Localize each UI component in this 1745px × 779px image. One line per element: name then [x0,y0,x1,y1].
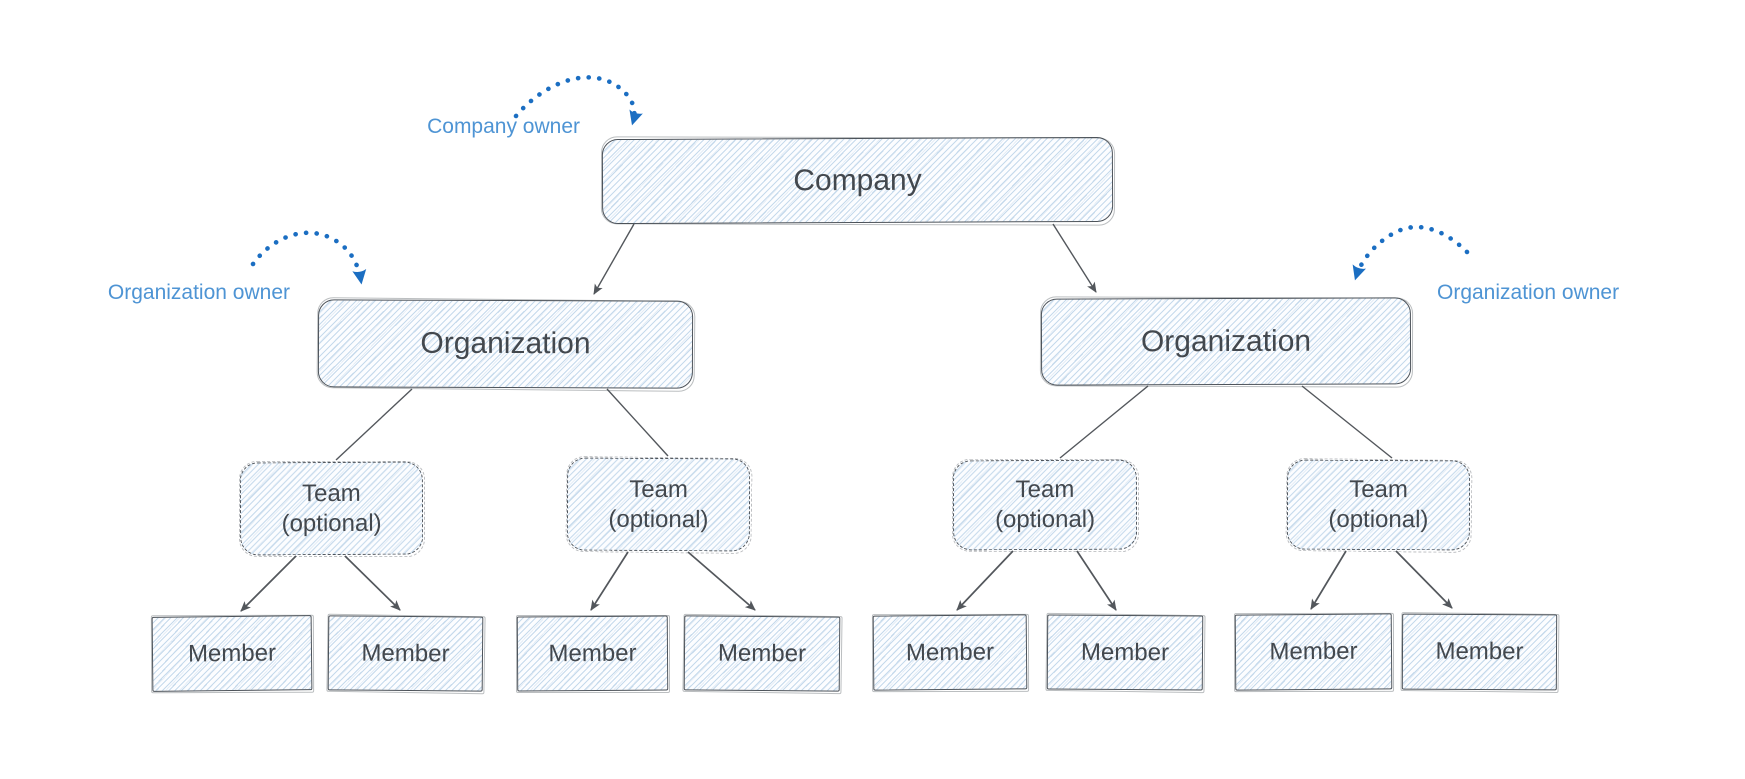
organization-node-right: Organization [1040,297,1412,386]
team-node-3: Team(optional) [952,459,1138,551]
member-node-2-label: Member [361,639,450,667]
member-node-3: Member [516,615,669,692]
team-node-2-line2: (optional) [608,505,709,533]
member-node-6-label: Member [1080,638,1170,666]
edge-team-3-to-member-6 [1076,550,1117,611]
member-node-4-label: Member [717,639,807,667]
member-node-8: Member [1401,613,1558,691]
team-node-3-line1: Team [1015,475,1075,504]
team-node-3-line2: (optional) [994,505,1096,534]
edge-team-1-to-member-2 [344,555,401,611]
organization-owner-right-arrow [1352,224,1470,281]
team-node-4-line2: (optional) [1328,505,1429,534]
member-node-3-label: Member [548,639,637,667]
team-node-1-line2: (optional) [281,509,382,537]
organization-node-left-label: Organization [420,326,591,361]
edge-org-right-to-team-3 [1059,385,1149,459]
team-node-4: Team(optional) [1286,459,1471,551]
organization-owner-right-label-text: Organization owner [1437,281,1620,304]
team-node-3-label: Team(optional) [995,475,1095,535]
organization-owner-left-label-text: Organization owner [107,281,290,304]
edge-team-1-to-member-1 [240,555,297,612]
edge-org-left-to-team-2 [606,388,669,457]
team-node-1-line1: Team [302,479,361,507]
edge-org-right-to-team-4 [1301,385,1393,459]
edge-company-to-org-left [593,223,635,295]
company-owner-arrow [513,75,643,126]
member-node-1: Member [151,615,313,692]
edge-team-2-to-member-3 [590,551,629,611]
member-node-4: Member [683,615,841,692]
member-node-8-label: Member [1435,637,1524,666]
company-owner-label-text: Company owner [427,115,580,138]
team-node-2-label: Team(optional) [608,474,708,535]
member-node-7: Member [1234,613,1393,691]
company-node: Company [601,136,1114,225]
edge-org-left-to-team-1 [335,388,413,461]
organization-node-left: Organization [317,299,694,389]
team-node-4-line1: Team [1349,475,1408,504]
team-node-1-label: Team(optional) [281,478,381,539]
edge-team-3-to-member-5 [956,550,1014,611]
organization-owner-right-label: Organization owner [1437,280,1687,306]
company-node-label: Company [793,163,922,197]
edge-team-4-to-member-7 [1310,550,1347,610]
company-owner-label: Company owner [340,114,580,140]
member-node-5: Member [872,614,1028,691]
team-node-2-line1: Team [629,475,688,503]
edge-company-to-org-right [1052,223,1097,293]
organization-node-right-label: Organization [1140,324,1312,358]
edge-team-2-to-member-4 [687,551,756,611]
edge-team-4-to-member-8 [1395,550,1453,609]
member-node-7-label: Member [1269,637,1358,666]
organization-owner-left-label: Organization owner [40,280,290,306]
team-node-1: Team(optional) [239,461,424,556]
member-node-1-label: Member [187,639,277,667]
organization-owner-left-arrow [250,230,367,285]
team-node-2: Team(optional) [566,457,751,552]
member-node-5-label: Member [905,638,995,666]
member-node-2: Member [327,615,484,692]
team-node-4-label: Team(optional) [1328,475,1428,535]
member-node-6: Member [1046,614,1204,691]
